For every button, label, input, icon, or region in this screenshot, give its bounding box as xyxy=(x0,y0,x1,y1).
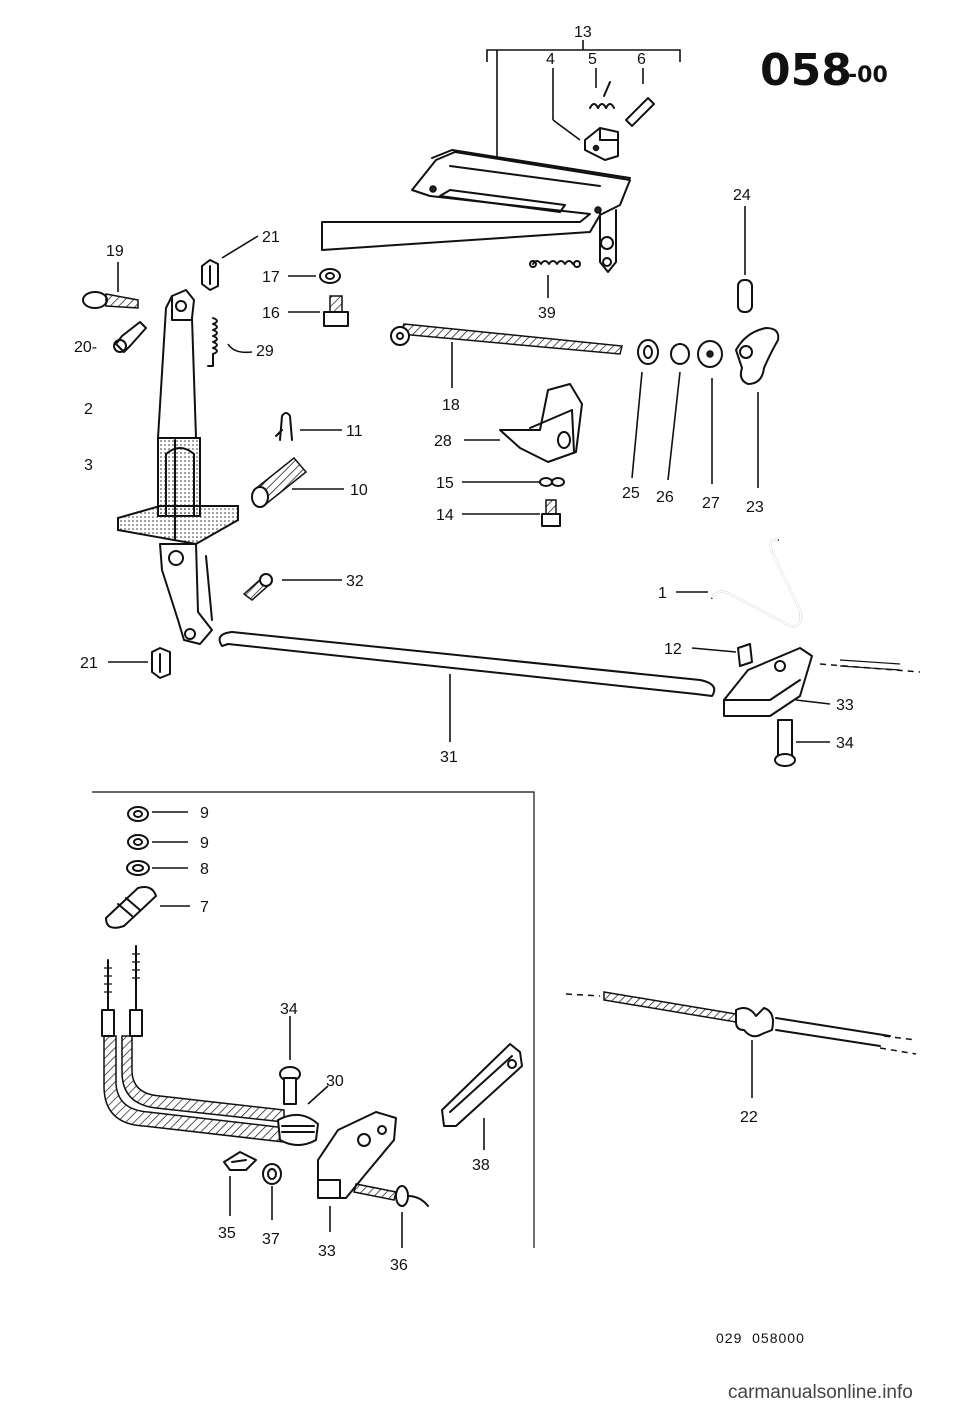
callout-1: 1 xyxy=(658,585,667,602)
pin-34-upper xyxy=(774,719,830,767)
bolt-32 xyxy=(242,573,342,601)
callout-6: 6 xyxy=(637,51,646,68)
nut-9-a xyxy=(127,806,188,822)
callout-14: 14 xyxy=(436,507,454,524)
callout-34-upper: 34 xyxy=(836,735,854,752)
callout-21-upper: 21 xyxy=(262,229,280,246)
callout-17: 17 xyxy=(262,269,280,286)
callout-5: 5 xyxy=(588,51,597,68)
bracket-33-upper xyxy=(723,647,921,717)
spring-29 xyxy=(207,317,253,367)
clip-21-upper xyxy=(201,235,259,291)
rod-18 xyxy=(390,323,623,388)
callout-15: 15 xyxy=(436,475,454,492)
clip-35 xyxy=(223,1151,257,1216)
callout-18: 18 xyxy=(442,397,460,414)
callout-29: 29 xyxy=(256,343,274,360)
watermark: carmanualsonline.info xyxy=(728,1382,913,1403)
washer-17 xyxy=(288,268,341,284)
callout-23: 23 xyxy=(746,499,764,516)
shaft-10 xyxy=(251,456,344,508)
page-code: 058 xyxy=(760,45,852,96)
callout-labels: 13 4 5 6 24 19 21 17 16 39 20- 29 18 2 1… xyxy=(74,24,854,1274)
screw-14 xyxy=(462,499,561,527)
callout-10: 10 xyxy=(350,482,368,499)
callout-26: 26 xyxy=(656,489,674,506)
crank-23 xyxy=(735,327,780,488)
page-code-suffix: -00 xyxy=(848,63,888,88)
callout-35: 35 xyxy=(218,1225,236,1242)
callout-19: 19 xyxy=(106,243,124,260)
callout-9-b: 9 xyxy=(200,835,209,852)
knob-7 xyxy=(105,886,190,929)
group-13-bracket xyxy=(486,40,681,172)
washer-27 xyxy=(697,340,723,484)
spring-5 xyxy=(589,81,615,109)
lever-lower-arm xyxy=(159,543,213,645)
nut-9-b xyxy=(127,834,188,850)
pin-6 xyxy=(625,97,655,127)
boot-3 xyxy=(117,437,239,546)
bolt-20 xyxy=(113,321,147,353)
callout-20: 20- xyxy=(74,339,97,356)
pin-24 xyxy=(737,206,753,313)
callout-34-lower: 34 xyxy=(280,1001,298,1018)
clip-15 xyxy=(462,477,565,487)
callout-2: 2 xyxy=(84,401,93,418)
callout-25: 25 xyxy=(622,485,640,502)
rod-1 xyxy=(676,538,802,628)
bracket-28 xyxy=(464,383,583,463)
callout-38: 38 xyxy=(472,1157,490,1174)
rod-31 xyxy=(218,631,716,742)
washer-8 xyxy=(126,860,188,876)
gear-lever xyxy=(157,289,197,541)
callout-36: 36 xyxy=(390,1257,408,1274)
detail-frame xyxy=(92,791,535,1248)
pin-34-lower xyxy=(279,1016,329,1105)
clip-21-lower xyxy=(108,647,171,679)
callout-13: 13 xyxy=(574,24,592,41)
callout-27: 27 xyxy=(702,495,720,512)
grommet-37 xyxy=(262,1163,282,1220)
cable-end-36 xyxy=(353,1183,429,1248)
callout-3: 3 xyxy=(84,457,93,474)
callout-9-a: 9 xyxy=(200,805,209,822)
bush-25 xyxy=(631,339,659,479)
callout-30: 30 xyxy=(326,1073,344,1090)
bolt-16 xyxy=(288,295,349,327)
clip-11 xyxy=(275,412,342,441)
bracket-38 xyxy=(441,1043,523,1150)
cable-assembly xyxy=(101,945,319,1146)
callout-11: 11 xyxy=(346,423,363,440)
spring-39 xyxy=(529,260,581,298)
callout-8: 8 xyxy=(200,861,209,878)
callout-24: 24 xyxy=(733,187,751,204)
callout-37: 37 xyxy=(262,1231,280,1248)
callout-39: 39 xyxy=(538,305,556,322)
reference-number: 029 058000 xyxy=(716,1330,805,1346)
callout-33-lower: 33 xyxy=(318,1243,336,1260)
cable-22 xyxy=(565,991,917,1098)
callout-22: 22 xyxy=(740,1109,758,1126)
callout-32: 32 xyxy=(346,573,364,590)
bush-26 xyxy=(667,343,690,481)
callout-12: 12 xyxy=(664,641,682,658)
callout-4: 4 xyxy=(546,51,555,68)
callout-21-lower: 21 xyxy=(80,655,98,672)
callout-16: 16 xyxy=(262,305,280,322)
callout-31: 31 xyxy=(440,749,458,766)
callout-28: 28 xyxy=(434,433,452,450)
support-bracket xyxy=(321,149,631,273)
bracket-33-lower xyxy=(317,1111,397,1232)
clip-12 xyxy=(691,643,753,667)
clip-4 xyxy=(584,127,619,161)
bolt-19 xyxy=(82,262,139,309)
callout-7: 7 xyxy=(200,899,209,916)
callout-33-upper: 33 xyxy=(836,697,854,714)
